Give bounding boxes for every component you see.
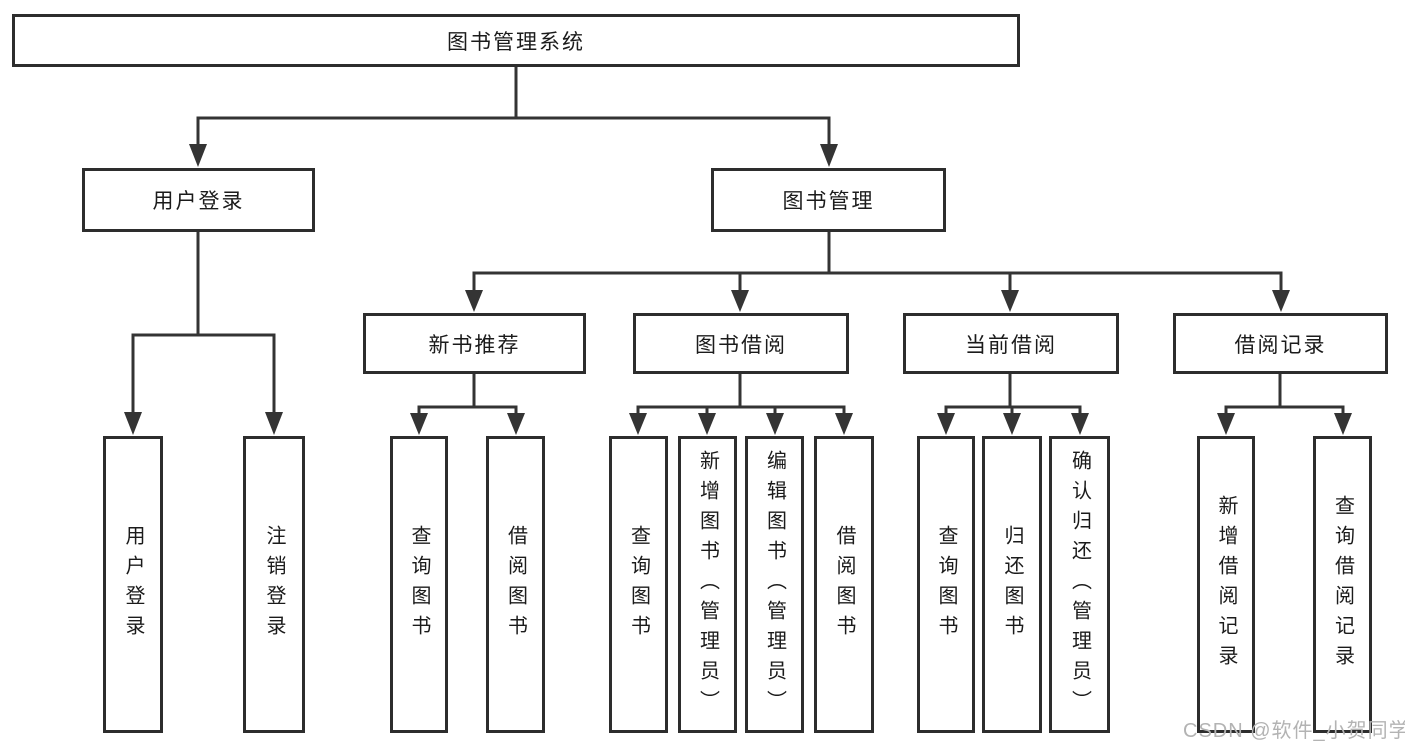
leaf-current-query-books: 查询图书 [917, 436, 975, 733]
connector-bookmgmt-to-level3 [465, 231, 1290, 312]
leaf-confirm-return-admin: 确认归还（管理员） [1049, 436, 1110, 733]
leaf-borrow-query-books: 查询图书 [609, 436, 668, 733]
node-user-login-label: 用户登录 [152, 190, 245, 213]
node-root-label: 图书管理系统 [447, 30, 585, 54]
node-new-book-recommendation-label: 新书推荐 [428, 333, 521, 357]
node-user-login: 用户登录 [82, 168, 315, 232]
leaf-borrow-books: 借阅图书 [814, 436, 874, 733]
leaf-newbook-borrow-books-label: 借阅图书 [504, 524, 527, 645]
leaf-edit-books-admin-label: 编辑图书（管理员） [763, 449, 786, 720]
connector-currentborrow-to-leaves [937, 372, 1089, 435]
leaf-add-books-admin: 新增图书（管理员） [678, 436, 737, 733]
leaf-borrow-query-books-label: 查询图书 [627, 524, 650, 645]
node-new-book-recommendation: 新书推荐 [363, 313, 586, 374]
leaf-query-borrow-record-label: 查询借阅记录 [1331, 494, 1354, 675]
leaf-newbook-borrow-books: 借阅图书 [486, 436, 545, 733]
leaf-logout-label: 注销登录 [263, 524, 285, 645]
leaf-add-books-admin-label: 新增图书（管理员） [696, 449, 719, 720]
leaf-newbook-query-books-label: 查询图书 [408, 524, 430, 645]
node-current-borrowing: 当前借阅 [903, 313, 1119, 374]
node-book-management-label: 图书管理 [782, 190, 875, 213]
node-book-borrowing: 图书借阅 [633, 313, 849, 374]
leaf-edit-books-admin: 编辑图书（管理员） [745, 436, 804, 733]
leaf-return-books-label: 归还图书 [1001, 524, 1023, 645]
leaf-confirm-return-admin-label: 确认归还（管理员） [1068, 449, 1091, 720]
leaf-add-borrow-record: 新增借阅记录 [1197, 436, 1255, 733]
connector-records-to-leaves [1217, 372, 1352, 435]
leaf-return-books: 归还图书 [982, 436, 1042, 733]
leaf-logout: 注销登录 [243, 436, 305, 733]
leaf-query-borrow-record: 查询借阅记录 [1313, 436, 1372, 733]
leaf-add-borrow-record-label: 新增借阅记录 [1215, 494, 1237, 675]
node-book-borrowing-label: 图书借阅 [695, 333, 787, 357]
connector-newbook-to-leaves [410, 372, 525, 435]
node-book-management: 图书管理 [711, 168, 946, 232]
connector-root-to-level2 [189, 66, 838, 167]
connector-userlogin-to-leaves [124, 231, 283, 435]
node-root-system: 图书管理系统 [12, 14, 1020, 67]
leaf-user-login-label: 用户登录 [122, 524, 144, 645]
node-borrowing-records: 借阅记录 [1173, 313, 1388, 374]
csdn-watermark: CSDN @软件_小贺同学 [1183, 720, 1405, 742]
leaf-newbook-query-books: 查询图书 [390, 436, 448, 733]
node-borrowing-records-label: 借阅记录 [1234, 333, 1327, 357]
leaf-borrow-books-label: 借阅图书 [833, 524, 855, 645]
node-current-borrowing-label: 当前借阅 [965, 333, 1057, 357]
connector-bookborrow-to-leaves [629, 372, 853, 435]
leaf-user-login: 用户登录 [103, 436, 163, 733]
leaf-current-query-books-label: 查询图书 [935, 524, 957, 645]
